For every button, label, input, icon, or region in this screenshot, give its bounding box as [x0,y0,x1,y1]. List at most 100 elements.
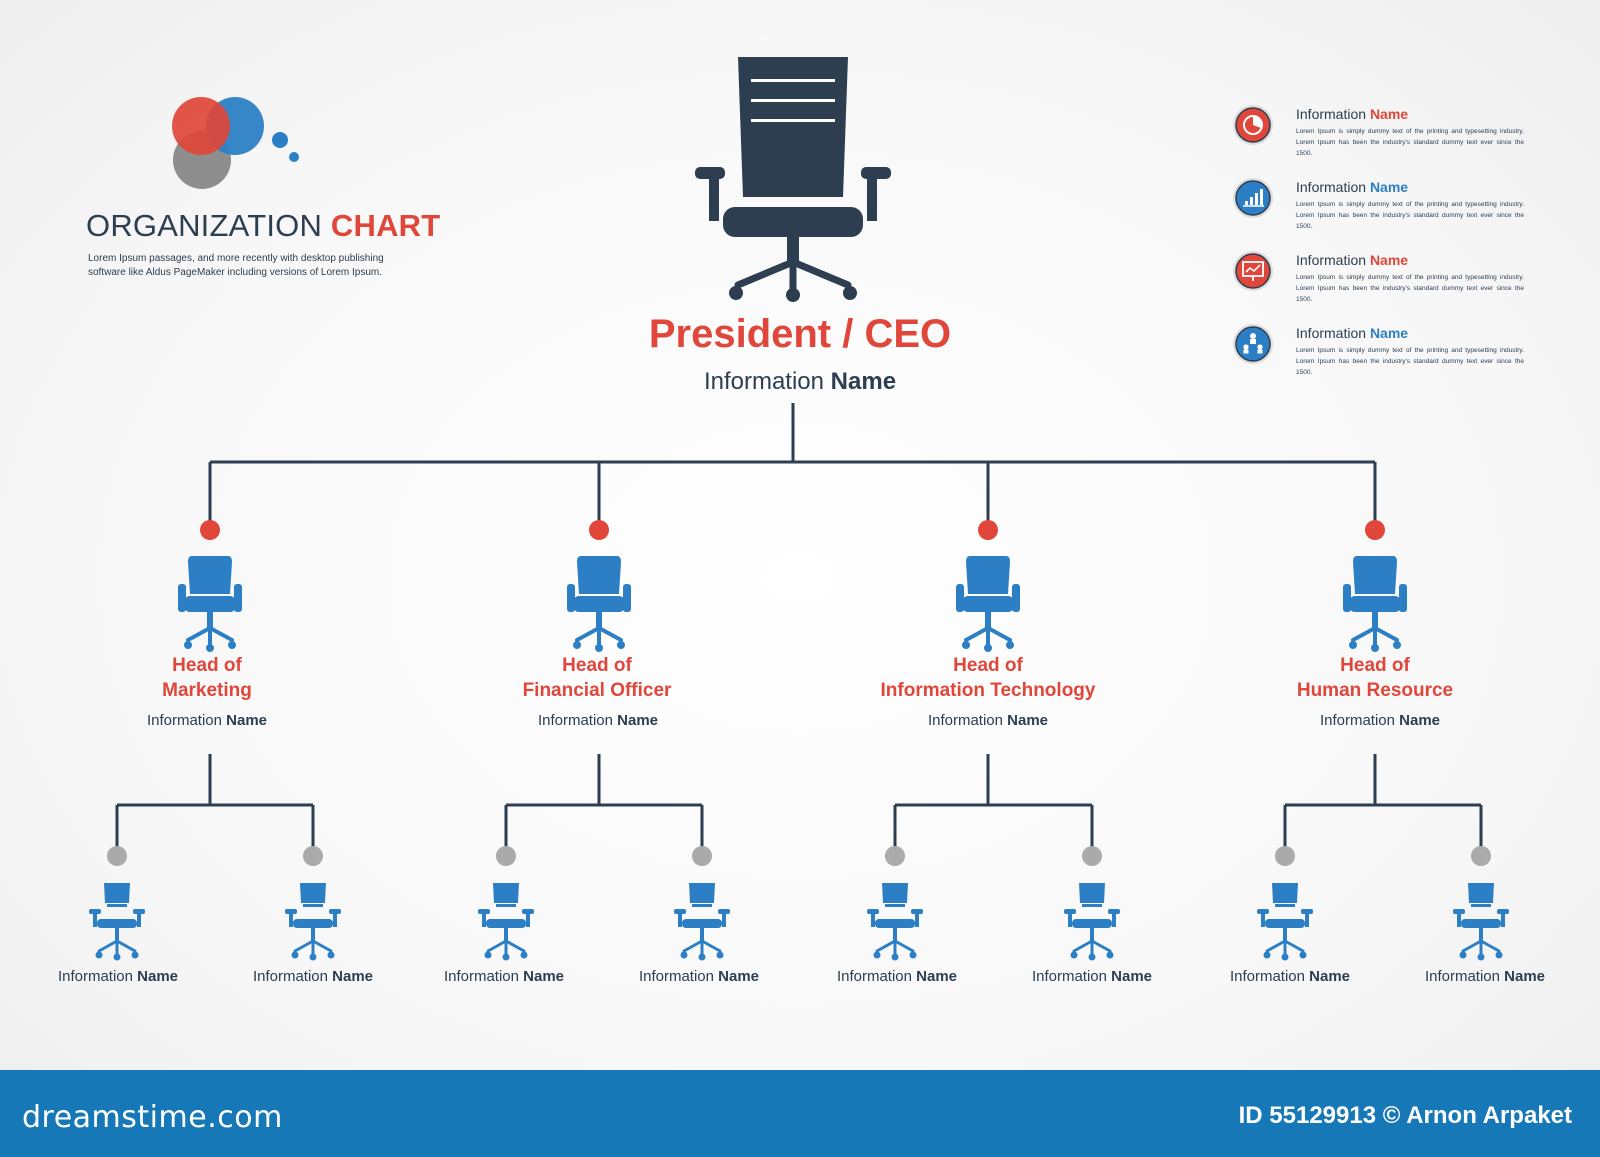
chair-arm-post-left [871,911,875,927]
member-connector-dot [303,846,323,866]
chair-wheel [1088,953,1096,961]
team-hierarchy-icon [1232,323,1274,365]
chair-seat [1072,919,1112,928]
chair-wheel [309,953,317,961]
chair-back [689,883,715,903]
chair-stem [1283,928,1287,942]
ceo-title: President / CEO [648,312,952,356]
head-connector-dot [589,520,609,540]
chair-wheel [698,953,706,961]
chair-wheel [520,951,528,959]
chair-seat [875,919,915,928]
chair-wheel [1263,951,1271,959]
chair-wheel [327,951,335,959]
member-chair-icon [1257,883,1313,961]
chair-back-bar [303,904,323,907]
chair-base [734,258,852,293]
chair-wheel [1371,644,1379,652]
chair-wheel [1006,641,1014,649]
head-chair-icon [1343,556,1407,652]
chair-back-bar [885,904,905,907]
chair-base [1351,626,1399,646]
bar-chart-icon [1232,177,1274,219]
chair-base [682,939,722,956]
chair-stem [207,612,213,630]
member-chair-icon [478,883,534,961]
chair-back [577,556,621,594]
chair-back-bar [692,904,712,907]
head-info-marketing: Information Name [146,712,268,729]
chair-arm-post-right [1501,911,1505,927]
chair-stem [1479,928,1483,942]
chair-wheel [1299,951,1307,959]
member-info: Information Name [836,968,958,985]
presentation-icon [1232,250,1274,292]
chair-back [882,883,908,903]
chair-wheel [1459,951,1467,959]
chair-wheel [891,953,899,961]
chair-stem [700,928,704,942]
chair-wheel [113,953,121,961]
chair-arm-post-right [333,911,337,927]
member-connector-dot [1275,846,1295,866]
ceo-chair-icon [695,57,891,302]
org-chart-diagram [89,57,1509,961]
chair-seat [293,919,333,928]
chair-arm-post-left [678,911,682,927]
chair-arm-post-right [867,175,877,221]
chair-stem [893,928,897,942]
chair-back [1079,883,1105,903]
head-chair-icon [178,556,242,652]
member-info: Information Name [1424,968,1546,985]
chair-arm-post-left [482,911,486,927]
chart-description: Lorem Ipsum passages, and more recently … [88,253,384,278]
member-chair-icon [674,883,730,961]
connector-lines [115,403,1483,848]
chair-back [493,883,519,903]
chair-wheel [206,644,214,652]
chair-back-bar [1471,904,1491,907]
chair-seat [1349,596,1401,612]
chair-arm-post-left [289,911,293,927]
chair-seat [962,596,1014,612]
chair-seat [1265,919,1305,928]
chair-wheel [595,644,603,652]
chair-stem [1372,612,1378,630]
chair-back [300,883,326,903]
chair-arm-post-left [1457,911,1461,927]
chair-wheel [909,951,917,959]
chair-wheel [502,953,510,961]
chair-base [1461,939,1501,956]
chair-base [1265,939,1305,956]
chair-arm-post-right [1305,911,1309,927]
pie-chart-icon [1232,104,1274,146]
member-info: Information Name [443,968,565,985]
chair-back [1353,556,1397,594]
chair-back [104,883,130,903]
chair-wheel [184,641,192,649]
chair-wheel [680,951,688,959]
chair-wheel [617,641,625,649]
chair-back [1468,883,1494,903]
member-info: Information Name [57,968,179,985]
chair-back [966,556,1010,594]
chair-seat [97,919,137,928]
chair-wheel [573,641,581,649]
member-info: Information Name [1229,968,1351,985]
chair-wheel [95,951,103,959]
bar-chart-icon [1233,178,1273,218]
member-chair-icon [1064,883,1120,961]
ceo-info-prefix: Information [703,368,824,395]
chair-base [293,939,333,956]
chair-wheel [843,286,857,300]
chair-seat [573,596,625,612]
chair-back-bar [1275,904,1295,907]
chair-arm-post-left [709,175,719,221]
team-hierarchy-icon [1233,324,1273,364]
head-info-information-technology: Information Name [927,712,1049,729]
member-connector-dot [885,846,905,866]
chair-wheel [873,951,881,959]
